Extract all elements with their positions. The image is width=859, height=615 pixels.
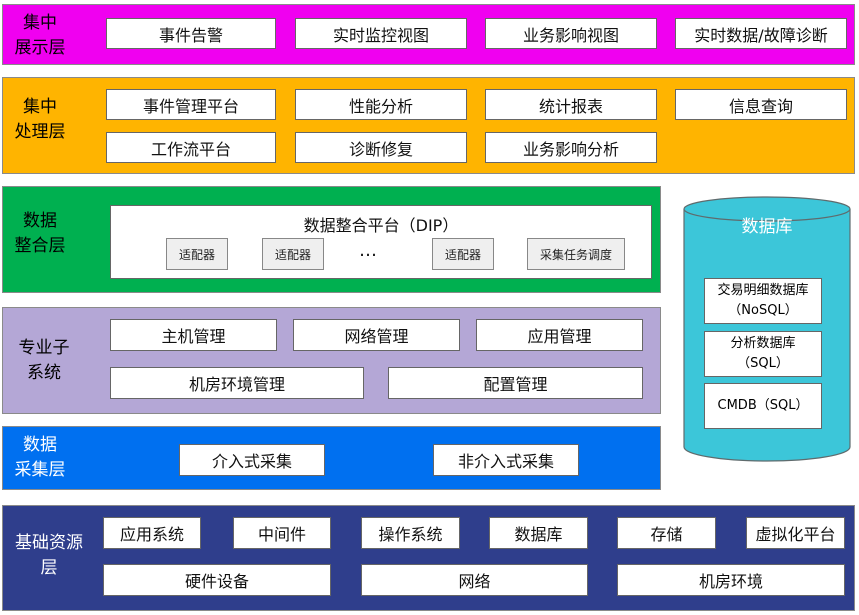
cmdb-box: CMDB（SQL） (704, 383, 822, 429)
subsystems-layer: 专业子 系统 主机管理 网络管理 应用管理 机房环境管理 配置管理 (2, 307, 661, 414)
dip-platform-box: 数据整合平台（DIP） 适配器 适配器 … 适配器 采集任务调度 (110, 205, 652, 279)
adapter-box-3: 适配器 (432, 238, 494, 270)
collection-scheduler-box: 采集任务调度 (527, 238, 625, 270)
event-alarm-box: 事件告警 (106, 18, 276, 49)
config-mgmt-box: 配置管理 (388, 367, 643, 399)
adapter-box-2: 适配器 (262, 238, 324, 270)
dip-title: 数据整合平台（DIP） (303, 216, 459, 235)
collection-layer: 数据 采集层 介入式采集 非介入式采集 (2, 426, 661, 490)
non-intrusive-collection-box: 非介入式采集 (433, 444, 579, 476)
database-resource-box: 数据库 (489, 517, 588, 549)
presentation-layer-title: 集中 展示层 (14, 13, 66, 58)
realtime-data-diagnosis-box: 实时数据/故障诊断 (675, 18, 847, 49)
diagnosis-repair-box: 诊断修复 (295, 132, 467, 163)
host-mgmt-box: 主机管理 (110, 319, 277, 351)
realtime-monitor-view-box: 实时监控视图 (295, 18, 467, 49)
virtualization-platform-box: 虚拟化平台 (746, 517, 845, 549)
network-mgmt-box: 网络管理 (293, 319, 460, 351)
datacenter-env-mgmt-box: 机房环境管理 (110, 367, 364, 399)
integration-layer: 数据 整合层 数据整合平台（DIP） 适配器 适配器 … 适配器 采集任务调度 (2, 186, 661, 293)
storage-box: 存储 (617, 517, 716, 549)
business-impact-analysis-box: 业务影响分析 (485, 132, 657, 163)
ellipsis: … (359, 240, 379, 261)
info-query-box: 信息查询 (675, 89, 847, 120)
intrusive-collection-box: 介入式采集 (179, 444, 325, 476)
processing-layer-title: 集中 处理层 (14, 97, 66, 142)
event-mgmt-platform-box: 事件管理平台 (106, 89, 276, 120)
integration-layer-title: 数据 整合层 (14, 211, 66, 256)
workflow-platform-box: 工作流平台 (106, 132, 276, 163)
presentation-layer: 集中 展示层 事件告警 实时监控视图 业务影响视图 实时数据/故障诊断 (2, 4, 855, 65)
infrastructure-layer: 基础资源 层 应用系统 中间件 操作系统 数据库 存储 虚拟化平台 硬件设备 网… (2, 505, 855, 611)
collection-layer-title: 数据 采集层 (14, 435, 66, 480)
network-box: 网络 (361, 564, 588, 596)
analytics-db-box: 分析数据库 （SQL） (704, 331, 822, 377)
processing-layer: 集中 处理层 事件管理平台 性能分析 统计报表 信息查询 工作流平台 诊断修复 … (2, 77, 855, 174)
datacenter-environment-box: 机房环境 (617, 564, 845, 596)
application-mgmt-box: 应用管理 (476, 319, 643, 351)
subsystems-layer-title: 专业子 系统 (18, 338, 70, 383)
infrastructure-layer-title: 基础资源 层 (15, 533, 83, 578)
middleware-box: 中间件 (233, 517, 331, 549)
performance-analysis-box: 性能分析 (295, 89, 467, 120)
business-impact-view-box: 业务影响视图 (485, 18, 657, 49)
operating-system-box: 操作系统 (361, 517, 460, 549)
adapter-box-1: 适配器 (166, 238, 228, 270)
transaction-detail-db-box: 交易明细数据库 （NoSQL） (704, 278, 822, 324)
hardware-device-box: 硬件设备 (103, 564, 331, 596)
application-system-box: 应用系统 (103, 517, 201, 549)
database-title: 数据库 (741, 217, 793, 237)
statistics-report-box: 统计报表 (485, 89, 657, 120)
